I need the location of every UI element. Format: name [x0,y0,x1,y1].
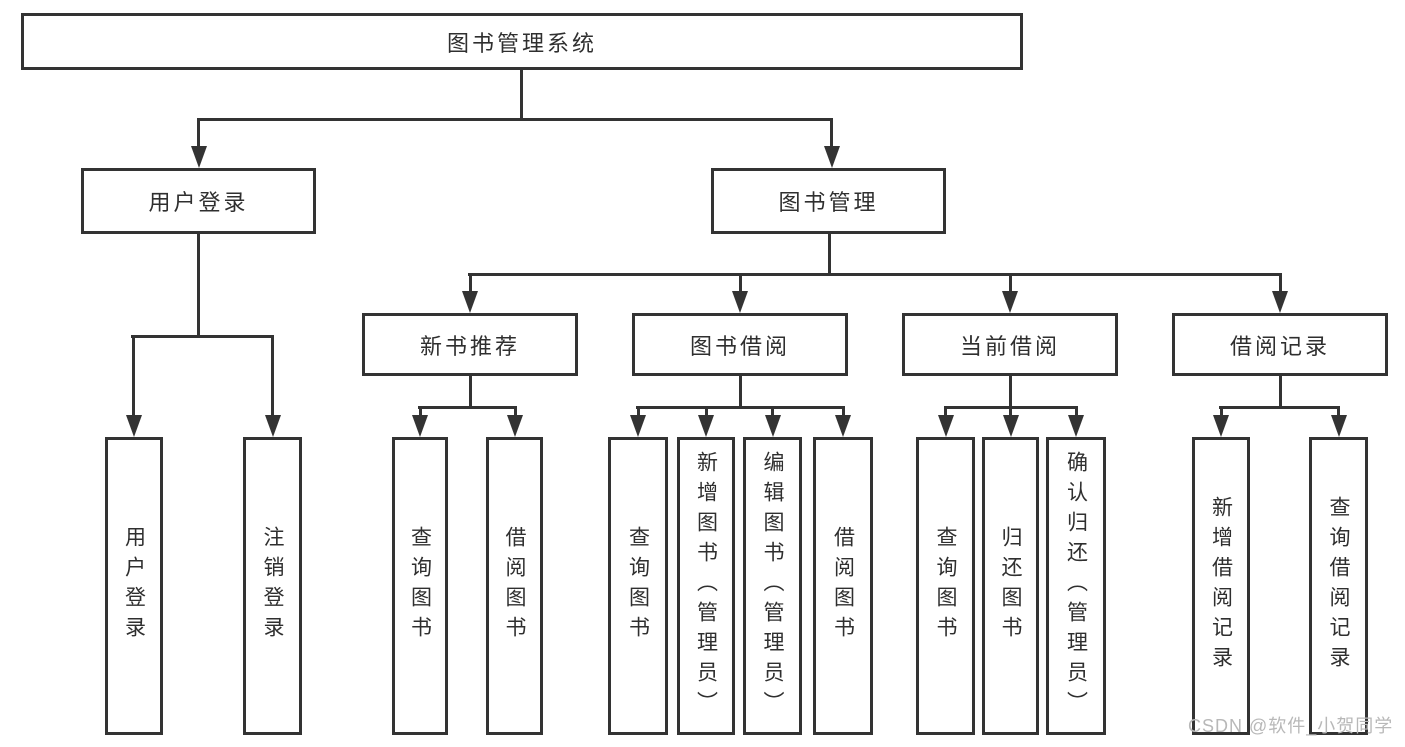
leaf-logout-login: 注销登录 [243,437,302,735]
leaf-query-borrow-record: 查询借阅记录 [1309,437,1368,735]
arrow-head [764,415,781,437]
arrow-shaft [132,335,135,427]
node-root: 图书管理系统 [21,13,1023,70]
arrow-head [507,415,523,437]
node-new-book-recommend-label: 新书推荐 [419,333,520,359]
arrow-head [835,415,851,437]
leaf-query-book-current: 查询图书 [916,437,975,735]
arrow-head [1002,415,1019,437]
leaf-logout-login-label: 注销登录 [261,526,284,646]
leaf-edit-book-admin: 编辑图书（管理员） [743,437,802,735]
connector-hline [197,118,833,121]
connector-vline [468,376,472,407]
leaf-query-book-borrow: 查询图书 [608,437,668,735]
leaf-confirm-return-admin-label: 确认归还（管理员） [1064,451,1088,721]
connector-hline [468,273,1282,276]
connector-vline [197,234,200,336]
connector-hline [1219,406,1340,409]
leaf-query-book-borrow-label: 查询图书 [626,526,650,646]
node-current-borrow: 当前借阅 [902,313,1118,376]
connector-hline [418,406,517,409]
arrow-head [190,146,207,168]
arrow-shaft [738,273,742,303]
arrow-head [462,291,478,313]
leaf-add-book-admin: 新增图书（管理员） [677,437,735,735]
connector-hline [636,406,845,409]
arrow-head [1002,291,1018,313]
arrow-head [630,415,646,437]
arrow-shaft [830,118,833,158]
leaf-borrow-book-recommend-label: 借阅图书 [503,526,526,646]
arrow-head [823,146,840,168]
node-book-management-label: 图书管理 [778,190,879,215]
leaf-return-book-label: 归还图书 [999,526,1022,646]
connector-vline [738,376,742,407]
leaf-user-login: 用户登录 [105,437,163,735]
leaf-add-borrow-record-label: 新增借阅记录 [1209,496,1233,676]
leaf-user-login-label: 用户登录 [122,526,146,646]
arrow-shaft [271,335,274,427]
node-new-book-recommend: 新书推荐 [362,313,578,376]
arrow-shaft [197,118,200,158]
arrow-head [264,415,281,437]
csdn-watermark: CSDN @软件_小贺同学 [1188,716,1394,736]
node-current-borrow-label: 当前借阅 [959,333,1060,359]
node-root-label: 图书管理系统 [446,30,597,56]
node-user-login: 用户登录 [81,168,316,234]
leaf-confirm-return-admin: 确认归还（管理员） [1046,437,1106,735]
arrow-head [1272,291,1288,313]
connector-vline [828,234,831,274]
arrow-head [1213,415,1229,437]
node-book-borrow: 图书借阅 [632,313,848,376]
leaf-query-book-recommend: 查询图书 [392,437,448,735]
arrow-head [937,415,954,437]
arrow-shaft [1278,273,1282,303]
connector-vline [1008,376,1012,407]
leaf-borrow-book-recommend: 借阅图书 [486,437,543,735]
leaf-add-borrow-record: 新增借阅记录 [1192,437,1250,735]
leaf-borrow-book-label: 借阅图书 [831,526,855,646]
leaf-query-book-recommend-label: 查询图书 [408,526,432,646]
leaf-edit-book-admin-label: 编辑图书（管理员） [761,451,784,721]
arrow-shaft [468,273,472,303]
arrow-head [1330,415,1347,437]
node-borrow-record-label: 借阅记录 [1229,333,1330,359]
connector-hline [131,335,274,338]
leaf-add-book-admin-label: 新增图书（管理员） [694,451,718,721]
node-user-login-label: 用户登录 [148,190,249,215]
node-book-management: 图书管理 [711,168,946,234]
node-borrow-record: 借阅记录 [1172,313,1388,376]
arrow-head [1068,415,1084,437]
arrow-head [125,415,142,437]
leaf-query-book-current-label: 查询图书 [934,526,957,646]
arrow-head [412,415,428,437]
connector-vline [520,70,523,118]
node-book-borrow-label: 图书借阅 [689,333,790,359]
connector-vline [1278,376,1282,407]
arrow-head [732,291,748,313]
leaf-return-book: 归还图书 [982,437,1039,735]
arrow-shaft [1008,273,1012,303]
leaf-borrow-book: 借阅图书 [813,437,873,735]
arrow-head [698,415,714,437]
leaf-query-borrow-record-label: 查询借阅记录 [1327,496,1350,676]
